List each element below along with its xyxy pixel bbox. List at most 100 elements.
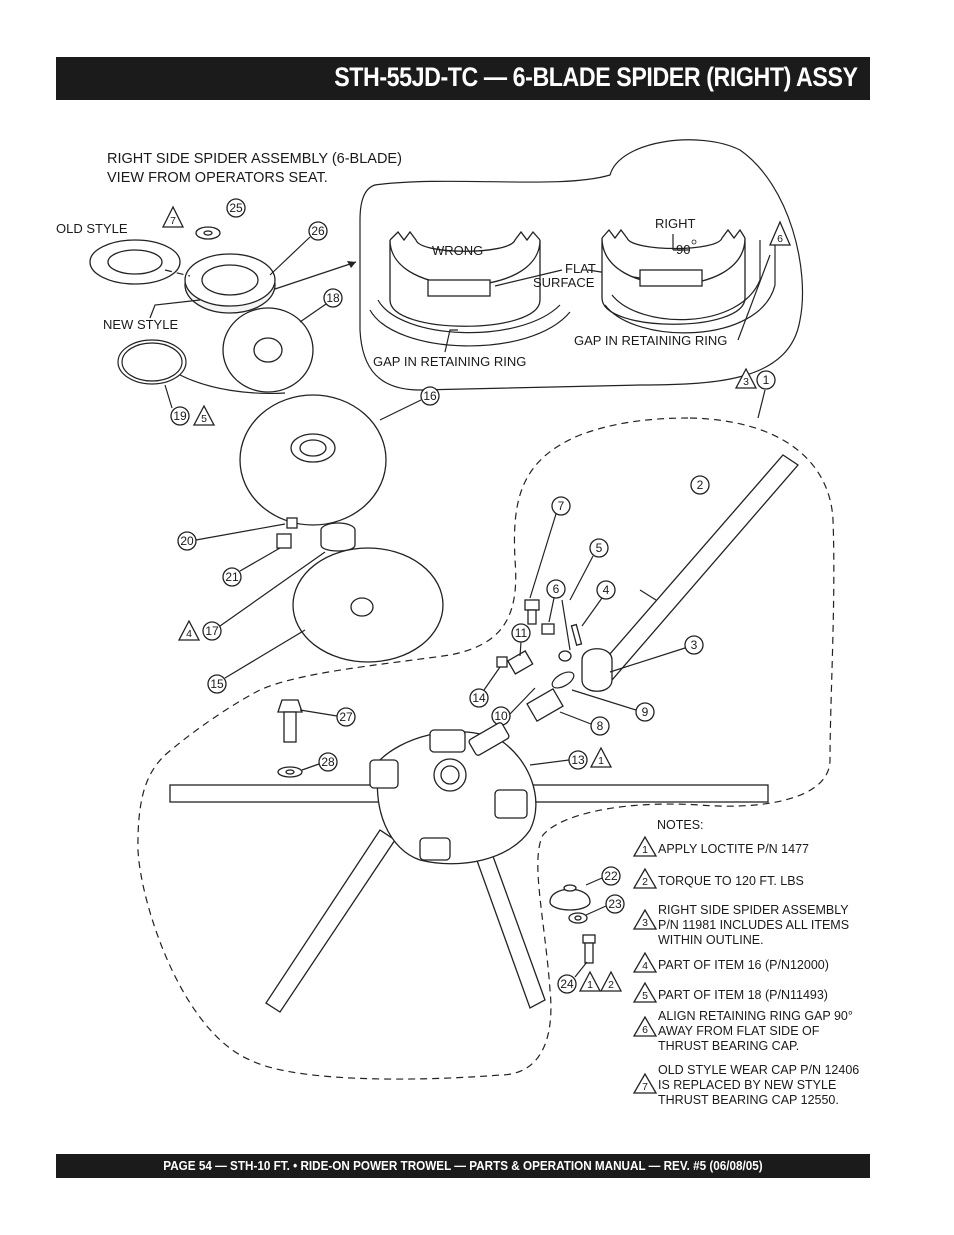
pan-15 — [292, 547, 444, 663]
spider-assembly-diagram: RIGHT SIDE SPIDER ASSEMBLY (6-BLADE) VIE… — [56, 139, 859, 1107]
callout-4 — [596, 580, 616, 600]
gap-leader-right — [737, 254, 771, 341]
callout-2-num: 2 — [697, 478, 704, 492]
old-style-wear-cap — [89, 239, 181, 285]
leader-22 — [585, 877, 603, 886]
gap-leader-left — [444, 329, 458, 353]
svg-text:4: 4 — [642, 960, 648, 972]
bushing-17 — [320, 522, 356, 552]
fitting-21 — [276, 533, 292, 549]
inset-outline — [359, 139, 804, 391]
item-14 — [496, 656, 508, 668]
leader-8 — [559, 711, 592, 725]
page-footer-bar: PAGE 54 — STH-10 FT. • RIDE-ON POWER TRO… — [56, 1154, 870, 1178]
flat-label-2: SURFACE — [533, 275, 595, 290]
callout-4-num: 4 — [603, 583, 610, 597]
triangle-4 — [177, 619, 201, 641]
callout-14 — [469, 688, 489, 708]
callout-17 — [202, 621, 222, 641]
callout-15-num: 15 — [210, 677, 224, 691]
callout-7-num: 7 — [558, 499, 565, 513]
svg-text:APPLY LOCTITE P/N 1477: APPLY LOCTITE P/N 1477 — [658, 842, 809, 856]
callout-26 — [308, 221, 328, 241]
svg-text:5: 5 — [642, 990, 648, 1002]
svg-text:TORQUE TO 120 FT. LBS: TORQUE TO 120 FT. LBS — [658, 874, 804, 888]
callout-28-num: 28 — [321, 755, 335, 769]
bushing-8 — [526, 687, 564, 723]
leader-23 — [585, 905, 607, 916]
spider-hub — [169, 722, 769, 1013]
gap-label-left: GAP IN RETAINING RING — [373, 354, 526, 369]
assembly-outline — [137, 417, 835, 1080]
callout-16-num: 16 — [423, 389, 437, 403]
plate-16 — [239, 394, 387, 526]
triangle-7 — [161, 205, 185, 228]
leader-14 — [483, 666, 501, 691]
callout-27 — [336, 707, 356, 727]
bolt-7 — [524, 599, 540, 625]
leader-3 — [609, 647, 686, 673]
leader-9 — [571, 689, 637, 711]
caption-line-2: VIEW FROM OPERATORS SEAT. — [107, 170, 328, 186]
triangle-5-num: 5 — [201, 413, 207, 425]
angle-mark — [672, 234, 690, 251]
triangle-6-inset-num: 6 — [777, 233, 783, 245]
svg-text:PART OF ITEM 16 (P/N12000): PART OF ITEM 16 (P/N12000) — [658, 958, 829, 972]
callout-23 — [605, 894, 625, 914]
right-label: RIGHT — [655, 216, 696, 231]
callout-3 — [684, 635, 704, 655]
svg-text:WITHIN OUTLINE.: WITHIN OUTLINE. — [658, 933, 764, 947]
wrong-label: WRONG — [432, 243, 483, 258]
callout-21-num: 21 — [225, 570, 239, 584]
grease-fitting-20 — [286, 517, 298, 529]
triangle-7-num: 7 — [170, 215, 176, 227]
page-footer: PAGE 54 — STH-10 FT. • RIDE-ON POWER TRO… — [163, 1158, 763, 1173]
callout-9-num: 9 — [642, 705, 649, 719]
callout-17-num: 17 — [205, 624, 219, 638]
leader-28 — [301, 763, 320, 771]
callout-18 — [323, 288, 343, 308]
note-6: 6 ALIGN RETAINING RING GAP 90° AWAY FROM… — [632, 1009, 853, 1053]
triangle-6-inset — [769, 220, 791, 246]
plate-18 — [222, 307, 314, 393]
svg-text:P/N 11981 INCLUDES ALL ITEMS: P/N 11981 INCLUDES ALL ITEMS — [658, 918, 849, 932]
callout-25 — [226, 198, 246, 218]
leader-7 — [529, 513, 557, 599]
leader-6 — [548, 597, 555, 623]
callout-28 — [318, 752, 338, 772]
thrust-bearing-cap-26 — [184, 253, 276, 314]
bolt-24 — [582, 934, 596, 964]
svg-text:ALIGN RETAINING RING GAP 90°: ALIGN RETAINING RING GAP 90° — [658, 1009, 853, 1023]
page-title-bar: STH-55JD-TC — 6-BLADE SPIDER (RIGHT) ASS… — [56, 57, 870, 100]
note-5: 5 PART OF ITEM 18 (P/N11493) — [632, 981, 828, 1003]
note-2: 2 TORQUE TO 120 FT. LBS — [632, 867, 804, 889]
wrong-cap-illustration — [369, 230, 571, 347]
triangle-1-bolt — [578, 970, 602, 992]
callout-5-num: 5 — [596, 541, 603, 555]
leader-19 — [164, 384, 173, 409]
triangle-2-bolt — [599, 970, 623, 992]
triangle-1-hub-num: 1 — [598, 755, 604, 767]
callout-25-num: 25 — [229, 201, 243, 215]
callout-27-num: 27 — [339, 710, 353, 724]
inset-arrow — [347, 261, 356, 268]
note-7: 7 OLD STYLE WEAR CAP P/N 12406 IS REPLAC… — [632, 1063, 859, 1107]
callout-1-num: 1 — [763, 373, 770, 387]
new-style-leader — [149, 299, 201, 319]
callout-24-num: 24 — [560, 977, 574, 991]
callout-24 — [557, 974, 577, 994]
leader-27 — [299, 709, 338, 717]
bolt-27 — [277, 699, 303, 743]
callout-22 — [601, 866, 621, 886]
callout-15 — [207, 674, 227, 694]
triangle-4-num: 4 — [186, 628, 192, 640]
callout-8-num: 8 — [597, 719, 604, 733]
leader-11 — [519, 641, 522, 657]
callout-20 — [177, 531, 197, 551]
washer-23 — [568, 912, 588, 924]
callout-23-num: 23 — [608, 897, 622, 911]
triangle-1-bolt-num: 1 — [587, 979, 593, 991]
svg-text:2: 2 — [642, 876, 648, 888]
washer-11-parts — [506, 650, 572, 675]
callout-2 — [690, 475, 710, 495]
